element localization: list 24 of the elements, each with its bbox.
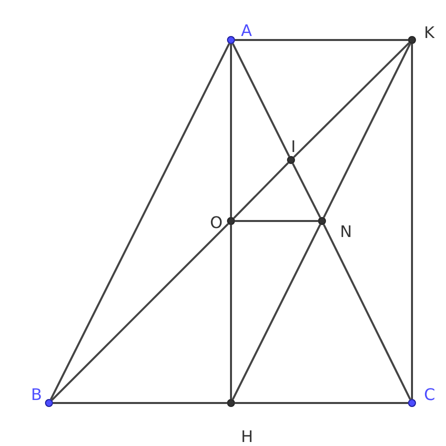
line-segment — [235, 39, 408, 41]
line-segment — [232, 224, 322, 400]
line-segment — [322, 43, 412, 218]
point-label: K — [424, 24, 434, 42]
point-label: N — [340, 223, 352, 241]
point-label: B — [31, 386, 42, 404]
line-segment — [230, 44, 232, 217]
point-label: O — [210, 214, 223, 232]
point-label: C — [424, 386, 436, 404]
line-segment — [230, 225, 232, 399]
line-segment — [232, 43, 290, 157]
point-label: A — [241, 22, 252, 40]
line-segment — [235, 402, 408, 404]
line-segment — [411, 44, 413, 399]
line-segment — [292, 163, 322, 218]
line-segment — [322, 224, 412, 400]
line-segment — [50, 43, 230, 400]
line-segment — [53, 402, 227, 404]
line-segment — [51, 223, 229, 401]
line-segment — [293, 42, 410, 158]
line-segment — [235, 220, 318, 222]
line-segment — [233, 162, 289, 219]
point-label: I — [291, 138, 296, 156]
point-label: H — [241, 428, 254, 446]
